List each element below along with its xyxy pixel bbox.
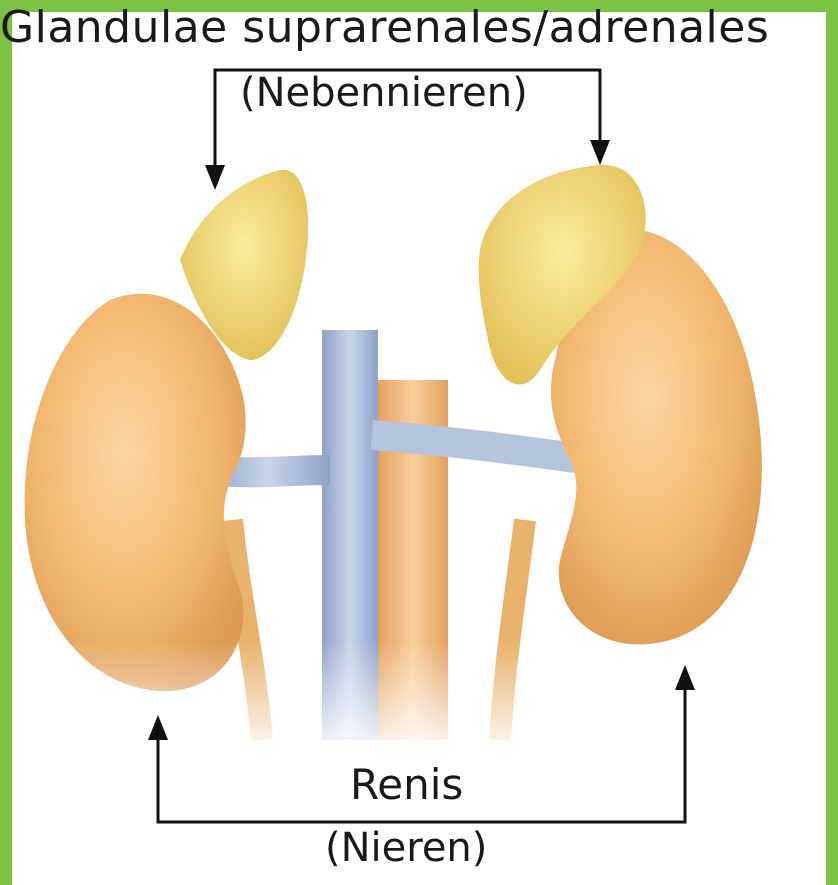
right-adrenal-arrowhead bbox=[590, 140, 610, 165]
adrenal-latin-label: Glandulae suprarenales/adrenales bbox=[0, 2, 769, 53]
kidney-german-label: (Nieren) bbox=[325, 825, 487, 871]
left-kidney bbox=[25, 294, 246, 691]
left-adrenal-arrowhead bbox=[205, 165, 225, 190]
adrenal-german-label: (Nebennieren) bbox=[240, 70, 528, 116]
kidney-latin-label: Renis bbox=[350, 760, 463, 809]
